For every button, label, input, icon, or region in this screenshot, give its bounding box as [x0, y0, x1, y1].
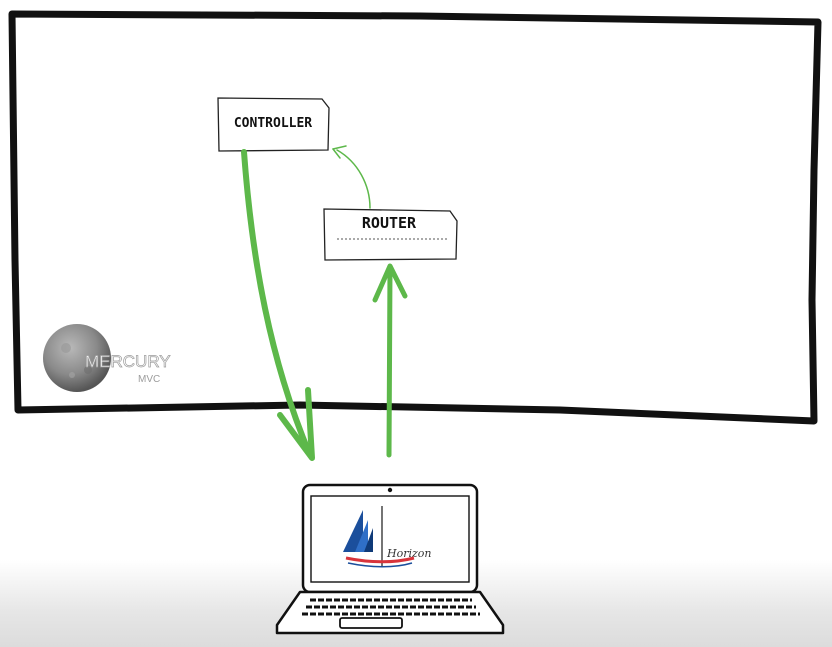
laptop-screen	[310, 495, 470, 583]
laptop-keyboard	[302, 598, 480, 616]
arrow-client-to-router	[372, 263, 408, 458]
controller-node: CONTROLLER	[217, 97, 330, 152]
arrow-router-to-controller	[332, 145, 371, 209]
browser-frame	[8, 10, 822, 425]
router-node: ROUTER	[323, 208, 458, 261]
mercury-planet-icon	[43, 324, 111, 392]
router-label: ROUTER	[362, 214, 417, 232]
mercury-brand-text: MERCURY	[85, 352, 171, 371]
controller-box	[217, 97, 330, 152]
horizon-logo: Horizon	[343, 506, 432, 568]
mercury-watermark: MERCURY MVC	[43, 324, 171, 392]
router-box	[323, 208, 458, 261]
controller-label: CONTROLLER	[234, 116, 312, 131]
laptop-trackpad	[339, 617, 403, 629]
arrow-controller-to-client	[241, 149, 315, 461]
horizon-script-text: Horizon	[386, 547, 432, 560]
mercury-mvc-text: MVC	[138, 374, 160, 385]
laptop-client: Horizon	[275, 483, 505, 635]
laptop-camera	[387, 487, 393, 493]
